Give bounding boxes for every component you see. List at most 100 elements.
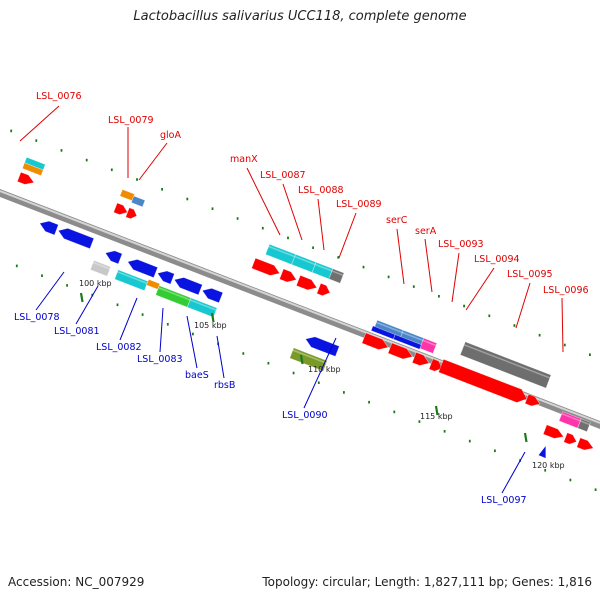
- guide-dot: [292, 371, 295, 375]
- gene-block-sheen: [580, 420, 590, 426]
- label-leader-LSL_0094: [465, 267, 495, 311]
- guide-dot: [438, 295, 440, 298]
- guide-dot: [589, 353, 591, 356]
- gene-label-rbsB: rbsB: [214, 380, 235, 391]
- gene-block-sheen: [268, 245, 295, 258]
- gene-block-sheen: [158, 287, 191, 301]
- gene-block-sheen: [463, 344, 551, 379]
- guide-dot: [488, 314, 491, 318]
- guide-dot: [192, 332, 194, 336]
- gene-block-7: [39, 220, 59, 236]
- guide-dot: [211, 207, 214, 210]
- gene-label-LSL_0078: LSL_0078: [14, 312, 60, 323]
- gene-block-22: [328, 268, 345, 284]
- scale-tick-mark: [299, 354, 304, 365]
- gene-block-36: [411, 351, 430, 366]
- gene-label-serC: serC: [386, 215, 408, 226]
- guide-dot: [85, 158, 88, 162]
- gene-block-15: [114, 269, 149, 291]
- label-leader-LSL_0089: [338, 212, 357, 259]
- gene-block-5: [113, 202, 128, 215]
- scale-tick-mark: [434, 405, 439, 416]
- guide-dot: [141, 313, 144, 316]
- guide-dot: [261, 226, 264, 230]
- guide-dot: [161, 188, 163, 191]
- guide-dot: [368, 400, 370, 404]
- gene-block-37: [428, 358, 443, 372]
- label-leader-LSL_0097: [501, 451, 526, 494]
- gene-block-4: [130, 195, 146, 208]
- gene-block-43: [542, 424, 565, 439]
- guide-dot: [343, 391, 345, 394]
- guide-dot: [287, 236, 289, 240]
- guide-dot: [60, 149, 63, 152]
- gene-block-sheen: [561, 413, 581, 422]
- guide-dot: [463, 304, 465, 308]
- label-leader-LSL_0078: [35, 271, 65, 311]
- scale-tick-label: 110 kbp: [308, 365, 341, 374]
- gene-block-23: [251, 257, 281, 276]
- gene-label-serA: serA: [415, 226, 437, 237]
- gene-block-16: [146, 279, 161, 290]
- gene-label-LSL_0079: LSL_0079: [108, 115, 154, 126]
- label-leader-LSL_0093: [451, 252, 460, 303]
- guide-dot: [494, 449, 496, 453]
- gene-block-6: [125, 207, 138, 220]
- gene-label-LSL_0094: LSL_0094: [474, 254, 520, 265]
- label-leader-LSL_0081: [75, 285, 99, 325]
- guide-dot: [538, 333, 541, 337]
- guide-dot: [136, 178, 138, 181]
- gene-block-27: [305, 336, 340, 357]
- gene-block-26: [316, 282, 331, 297]
- guide-dot: [393, 410, 396, 414]
- gene-block-sheen: [314, 263, 333, 272]
- gene-label-manX: manX: [230, 154, 258, 165]
- guide-dot: [15, 264, 18, 268]
- gene-block-44: [563, 432, 578, 445]
- gene-block-sheen: [189, 299, 217, 311]
- gene-block-42: [577, 418, 591, 433]
- label-leader-LSL_0083: [159, 307, 164, 353]
- label-leader-gloA: [138, 142, 168, 181]
- label-leader-LSL_0088: [317, 198, 325, 251]
- guide-dot: [337, 256, 340, 259]
- gene-block-1: [22, 162, 44, 176]
- guide-dot: [116, 303, 119, 307]
- gene-block-sheen: [402, 331, 424, 342]
- gene-block-12: [173, 277, 203, 296]
- gene-label-LSL_0095: LSL_0095: [507, 269, 553, 280]
- label-leader-LSL_0082: [119, 297, 138, 341]
- guide-dot: [267, 361, 270, 365]
- gene-block-39: [438, 358, 528, 403]
- gene-block-sheen: [92, 261, 111, 270]
- guide-dot: [513, 324, 516, 327]
- label-leader-serC: [396, 228, 405, 285]
- gene-block-sheen: [294, 255, 316, 266]
- label-leader-LSL_0096: [561, 297, 564, 353]
- gene-label-gloA: gloA: [160, 130, 181, 141]
- label-leader-LSL_0076: [19, 105, 60, 142]
- gene-block-45: [576, 437, 594, 451]
- gene-label-LSL_0088: LSL_0088: [298, 185, 344, 196]
- guide-dot: [242, 352, 245, 355]
- gene-label-LSL_0082: LSL_0082: [96, 342, 142, 353]
- gene-block-28: [289, 347, 328, 372]
- guide-dot: [412, 285, 415, 288]
- gene-block-10: [127, 259, 159, 278]
- gene-block-13: [201, 287, 224, 304]
- scale-tick-label: 115 kbp: [420, 412, 453, 421]
- guide-dot: [10, 129, 13, 133]
- gene-label-LSL_0097: LSL_0097: [481, 495, 527, 506]
- gene-label-LSL_0087: LSL_0087: [260, 170, 306, 181]
- map-title: Lactobacillus salivarius UCC118, complet…: [133, 9, 467, 24]
- scale-tick-label: 105 kbp: [194, 321, 227, 330]
- guide-dot: [468, 439, 471, 443]
- guide-dot: [387, 275, 390, 279]
- guide-dot: [35, 139, 38, 142]
- guide-dot: [594, 488, 597, 491]
- label-leader-LSL_0095: [515, 282, 531, 329]
- scale-tick-label: 120 kbp: [532, 461, 565, 470]
- gene-label-LSL_0096: LSL_0096: [543, 285, 589, 296]
